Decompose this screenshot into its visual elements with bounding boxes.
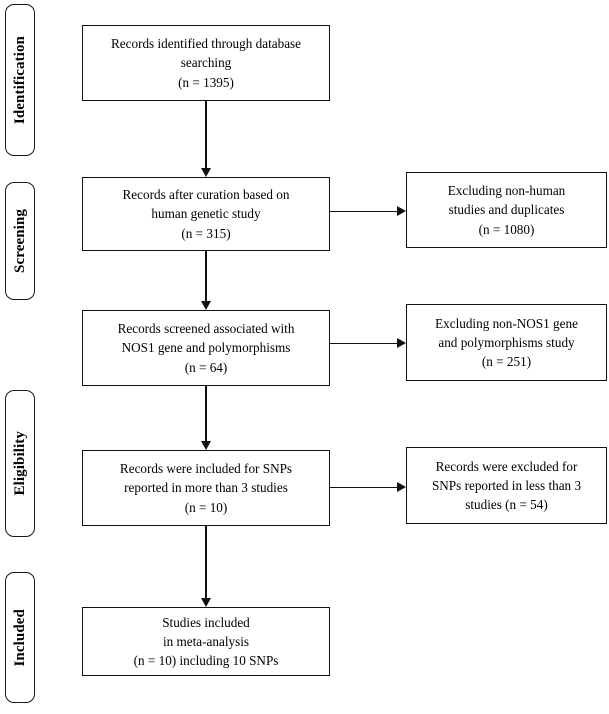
box-excluded-non-human-text: Excluding non-human studies and duplicat… <box>447 183 566 237</box>
connector-identified-to-curation-arrow <box>200 168 211 177</box>
box-excluded-non-human: Excluding non-human studies and duplicat… <box>406 172 607 248</box>
box-excluded-non-nos1-text: Excluding non-NOS1 gene and polymorphism… <box>435 315 578 370</box>
connector-identified-to-curation-line <box>205 101 207 169</box>
box-records-screened: Records screened associated with NOS1 ge… <box>82 310 330 386</box>
connector-included-to-meta-analysis-line <box>205 526 207 599</box>
connector-screened-to-included-line <box>205 386 207 442</box>
box-records-identified: Records identified through database sear… <box>82 25 330 101</box>
box-studies-included-meta-analysis: Studies included in meta-analysis (n = 1… <box>82 607 330 676</box>
box-records-screened-text: Records screened associated with NOS1 ge… <box>117 321 295 375</box>
connector-included-to-excluded-snps-line <box>330 486 399 489</box>
box-excluded-snps-less-than-3-text: Records were excluded for SNPs reported … <box>431 458 582 513</box>
connector-curation-to-excluded-non-human-arrow <box>397 205 406 216</box>
stage-label-screening: Screening <box>5 182 35 300</box>
stage-label-included: Included <box>5 572 35 703</box>
box-excluded-non-nos1: Excluding non-NOS1 gene and polymorphism… <box>406 304 607 381</box>
connector-screened-to-excluded-non-nos1-line <box>330 342 399 345</box>
stage-label-included-text: Included <box>11 608 28 667</box>
connector-curation-to-screened-line <box>205 251 207 302</box>
box-records-after-curation: Records after curation based on human ge… <box>82 177 330 251</box>
box-records-identified-text: Records identified through database sear… <box>110 36 302 90</box>
box-records-included-snps-text: Records were included for SNPs reported … <box>119 461 293 515</box>
stage-label-eligibility-text: Eligibility <box>11 431 28 496</box>
connector-curation-to-screened-arrow <box>200 301 211 310</box>
connector-curation-to-excluded-non-human-line <box>330 210 399 213</box>
connector-screened-to-included-arrow <box>200 441 211 450</box>
connector-screened-to-excluded-non-nos1-arrow <box>397 337 406 348</box>
stage-label-screening-text: Screening <box>11 209 28 273</box>
box-records-included-snps: Records were included for SNPs reported … <box>82 450 330 526</box>
stage-label-eligibility: Eligibility <box>5 390 35 537</box>
connector-included-to-excluded-snps-arrow <box>397 481 406 492</box>
connector-included-to-meta-analysis-arrow <box>200 598 211 607</box>
box-studies-included-meta-analysis-text: Studies included in meta-analysis (n = 1… <box>133 614 279 669</box>
box-records-after-curation-text: Records after curation based on human ge… <box>122 187 290 241</box>
stage-label-identification: Identification <box>5 4 35 156</box>
stage-label-identification-text: Identification <box>11 35 28 125</box>
box-excluded-snps-less-than-3: Records were excluded for SNPs reported … <box>406 447 607 524</box>
